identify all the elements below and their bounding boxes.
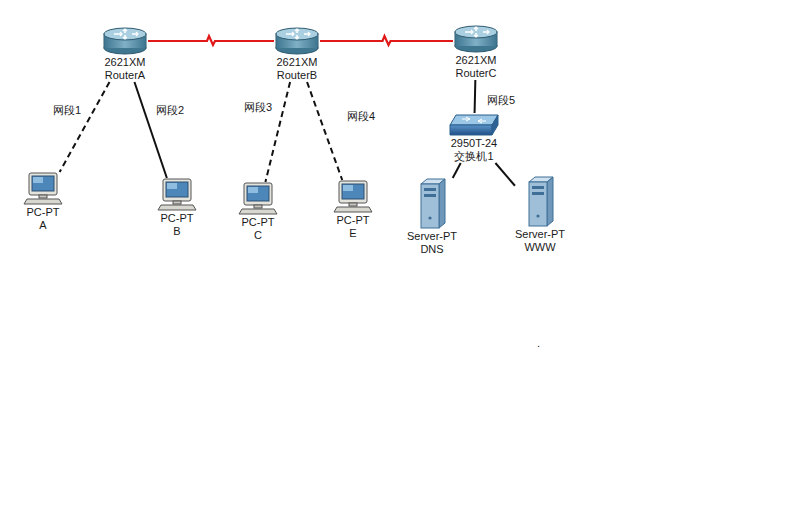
device-name: C	[254, 229, 262, 242]
device-router: 2621XMRouterA	[102, 26, 148, 82]
segment-label: 网段2	[154, 104, 186, 117]
device-name: A	[39, 219, 46, 232]
ethernet-link	[134, 82, 166, 178]
icon-holder	[238, 182, 278, 216]
icon-holder	[417, 178, 447, 230]
device-name: B	[173, 225, 180, 238]
serial-link	[148, 36, 274, 45]
icon-holder	[448, 113, 500, 137]
pc-icon	[333, 180, 373, 214]
segment-label: 网段1	[51, 104, 83, 117]
icon-holder	[157, 178, 197, 212]
ethernet-link	[453, 163, 461, 178]
device-router: 2621XMRouterC	[453, 24, 499, 80]
ethernet-link	[474, 80, 477, 113]
segment-label: 网段5	[485, 94, 517, 107]
segment-label: 网段4	[345, 110, 377, 123]
icon-holder	[333, 180, 373, 214]
model-label: Server-PT	[515, 228, 565, 241]
device-name: E	[349, 227, 356, 240]
serial-link	[320, 36, 453, 45]
device-name: WWW	[524, 241, 555, 254]
pc-icon	[23, 172, 63, 206]
switch-icon	[448, 113, 500, 137]
icon-holder	[453, 24, 499, 54]
router-icon	[453, 24, 499, 54]
model-label: Server-PT	[407, 230, 457, 243]
segment-label: 网段3	[242, 101, 274, 114]
device-pc: PC-PTB	[157, 178, 197, 238]
model-label: 2621XM	[105, 56, 146, 69]
device-server: Server-PTDNS	[407, 178, 457, 256]
device-name: RouterC	[456, 67, 497, 80]
model-label: PC-PT	[337, 214, 370, 227]
device-name: DNS	[420, 243, 443, 256]
device-switch: 2950T-24交换机1	[448, 113, 500, 163]
server-icon	[417, 178, 447, 230]
ethernet-link	[60, 82, 110, 172]
device-name: RouterB	[277, 69, 317, 82]
icon-holder	[102, 26, 148, 56]
model-label: 2621XM	[277, 56, 318, 69]
device-router: 2621XMRouterB	[274, 26, 320, 82]
model-label: PC-PT	[242, 216, 275, 229]
server-icon	[525, 176, 555, 228]
device-pc: PC-PTA	[23, 172, 63, 232]
device-server: Server-PTWWW	[515, 176, 565, 254]
ethernet-link	[265, 82, 290, 182]
router-icon	[102, 26, 148, 56]
model-label: 2950T-24	[451, 137, 497, 150]
model-label: PC-PT	[161, 212, 194, 225]
router-icon	[274, 26, 320, 56]
model-label: PC-PT	[27, 206, 60, 219]
device-name: RouterA	[105, 69, 145, 82]
icon-holder	[525, 176, 555, 228]
device-pc: PC-PTE	[333, 180, 373, 240]
device-name: 交换机1	[454, 150, 493, 163]
stray-mark: .	[537, 337, 540, 350]
ethernet-link	[307, 82, 342, 180]
pc-icon	[157, 178, 197, 212]
model-label: 2621XM	[456, 54, 497, 67]
icon-holder	[23, 172, 63, 206]
icon-holder	[274, 26, 320, 56]
device-pc: PC-PTC	[238, 182, 278, 242]
ethernet-link	[495, 163, 515, 186]
pc-icon	[238, 182, 278, 216]
